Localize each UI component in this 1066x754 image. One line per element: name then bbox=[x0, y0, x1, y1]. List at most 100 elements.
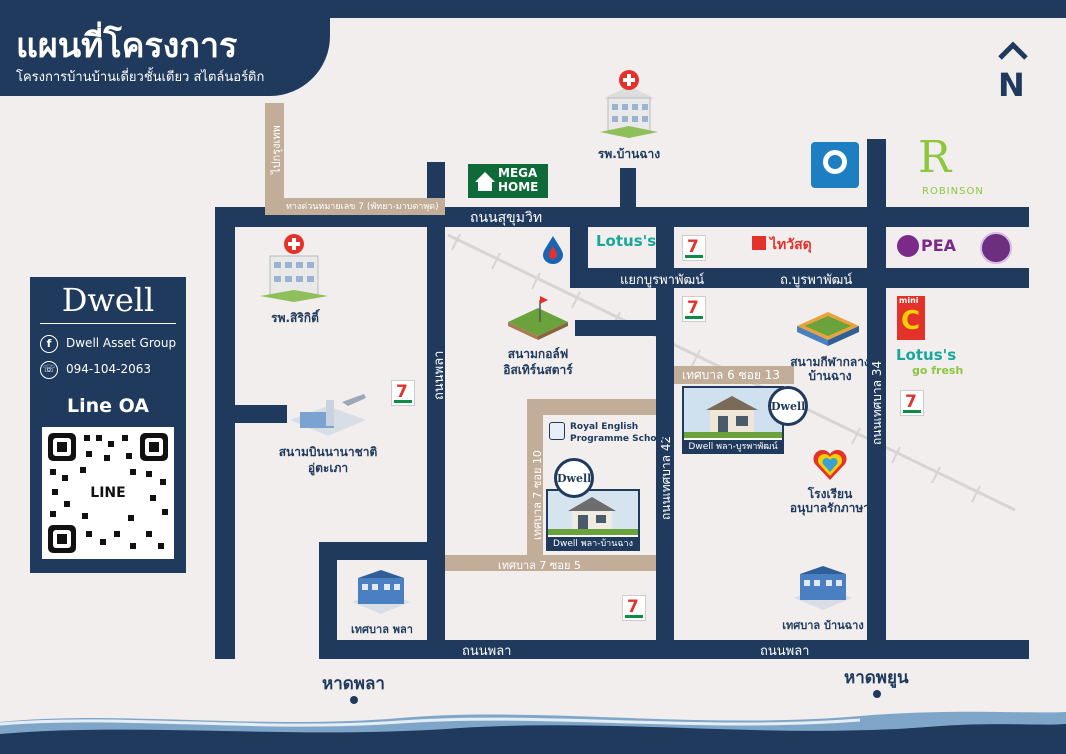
to-bangkok-road bbox=[265, 103, 284, 215]
motorway-road bbox=[265, 198, 445, 215]
junction-label: แยกบูรพาพัฒน์ bbox=[620, 273, 705, 288]
mega-home-logo: MEGA HOME bbox=[468, 164, 548, 198]
facebook-icon: f bbox=[40, 335, 58, 353]
seven-eleven-icon: 7 bbox=[391, 380, 415, 406]
soi-7-10-label: เทศบาล 7 ซอย 10 bbox=[531, 450, 544, 540]
soi-7-10-road-h bbox=[527, 399, 656, 415]
soi-6-13-road bbox=[674, 366, 794, 384]
top-bar bbox=[330, 0, 1066, 18]
lotus-go-fresh-sub: go fresh bbox=[912, 364, 964, 377]
royal-school-label-1: Royal English bbox=[570, 422, 639, 432]
sukhumvit-label: ถนนสุขุมวิท bbox=[470, 210, 543, 226]
robinson-r-logo: R bbox=[918, 132, 952, 183]
soi-42-label: ถนนเทศบาล 42 bbox=[659, 435, 673, 520]
house-render-icon bbox=[548, 491, 638, 535]
golf-label-2: อิสเทิร์นสตาร์ bbox=[503, 363, 573, 377]
seven-eleven-icon: 7 bbox=[682, 296, 706, 322]
brand-logo: Dwell bbox=[61, 281, 155, 319]
mega-home-top: MEGA bbox=[498, 166, 538, 180]
royal-school-label-2: Programme School bbox=[570, 434, 666, 444]
municipal-phla-building-icon bbox=[352, 570, 410, 614]
beach-phla-marker bbox=[350, 696, 358, 704]
mini-big-c-mini: mini bbox=[899, 296, 919, 305]
hospital-siriket-icon bbox=[260, 234, 328, 302]
phla-bottom-road bbox=[319, 640, 1029, 659]
contact-panel: Dwell f Dwell Asset Group ☏ 094-104-2063… bbox=[30, 277, 186, 573]
hospital-banchang-road bbox=[620, 168, 636, 227]
phone-icon: ☏ bbox=[40, 361, 58, 379]
soi-6-13-label: เทศบาล 6 ซอย 13 bbox=[682, 368, 781, 382]
stadium-label-1: สนามกีฬากลาง bbox=[790, 355, 870, 369]
airport-label-2: อู่ตะเภา bbox=[307, 461, 349, 475]
phla-bottom-right-label: ถนนพลา bbox=[760, 644, 810, 659]
municipal-banchang-label: เทศบาล บ้านฉาง bbox=[782, 619, 864, 632]
inner-loop-road-left bbox=[319, 542, 337, 659]
project-banchang-pin[interactable]: Dwell bbox=[554, 458, 594, 498]
stadium-label-2: บ้านฉาง bbox=[808, 369, 852, 383]
kindergarten-label-2: อนุบาลรักภาษา bbox=[789, 501, 871, 515]
seven-eleven-icon: 7 bbox=[622, 595, 646, 621]
left-vertical-road bbox=[215, 207, 235, 659]
line-oa-label: Line OA bbox=[67, 395, 149, 417]
sea-wave bbox=[0, 711, 1066, 754]
lotus-logo: Lotus's bbox=[596, 232, 657, 250]
kindergarten-heart-icon bbox=[813, 449, 847, 480]
soi-42-road bbox=[656, 207, 674, 659]
project-burapha-card[interactable]: Dwell พลา-บูรพาพัฒน์ bbox=[682, 386, 784, 454]
pea-logo: PEA bbox=[897, 235, 967, 259]
thaiwatsadu-text: ไทวัสดุ bbox=[770, 237, 812, 253]
burapha-label: ถ.บูรพาพัฒน์ bbox=[780, 273, 853, 288]
hospital-siriket-label: รพ.สิริกิติ์ bbox=[271, 311, 319, 325]
burapha-road bbox=[570, 268, 1029, 288]
phla-bottom-left-label: ถนนพลา bbox=[462, 644, 512, 659]
burapha-curve-road bbox=[570, 227, 588, 288]
municipal-emblem-icon bbox=[980, 232, 1012, 264]
beach-phayun-label: หาดพยูน bbox=[844, 668, 909, 688]
royal-school-emblem-icon bbox=[549, 422, 565, 440]
brand-divider bbox=[40, 323, 176, 324]
pea-text: PEA bbox=[921, 236, 957, 255]
house-icon bbox=[475, 172, 495, 191]
beach-phayun-marker bbox=[873, 690, 881, 698]
mega-home-bottom: HOME bbox=[498, 180, 539, 194]
left-branch-road bbox=[215, 405, 287, 423]
thaiwatsadu-mark-icon bbox=[752, 236, 766, 250]
robinson-text: ROBINSON bbox=[922, 186, 984, 197]
house-render-icon bbox=[684, 388, 782, 438]
qr-line-label: LINE bbox=[82, 483, 134, 503]
golf-course-icon bbox=[508, 296, 568, 340]
inner-loop-road-top bbox=[319, 542, 445, 560]
soi-7-10-road-v bbox=[527, 399, 543, 569]
lotus-go-fresh-logo: Lotus's bbox=[896, 346, 957, 364]
facebook-link[interactable]: Dwell Asset Group bbox=[66, 336, 177, 350]
beach-phla-label: หาดพลา bbox=[322, 674, 385, 694]
phla-vertical-label: ถนนพลา bbox=[432, 350, 447, 400]
qr-pattern-icon bbox=[48, 433, 168, 553]
golf-branch-road bbox=[575, 320, 660, 336]
line-qr-code[interactable]: LINE bbox=[42, 427, 174, 559]
page-subtitle: โครงการบ้านบ้านเดี่ยวชั้นเดียว สไตล์นอร์… bbox=[16, 70, 265, 85]
mini-big-c-logo: mini C bbox=[897, 296, 925, 340]
north-arrow-icon bbox=[998, 41, 1028, 60]
project-burapha-pin[interactable]: Dwell bbox=[768, 386, 808, 426]
seven-eleven-icon: 7 bbox=[682, 235, 706, 261]
phla-vertical-road bbox=[427, 162, 445, 659]
hospital-banchang-label: รพ.บ้านฉาง bbox=[597, 147, 661, 161]
ptt-gas-station-icon bbox=[543, 236, 563, 264]
mini-big-c-c: C bbox=[901, 306, 921, 336]
airport-icon bbox=[290, 394, 366, 436]
project-banchang-label: Dwell พลา-บ้านฉาง bbox=[548, 537, 638, 551]
project-banchang-card[interactable]: Dwell พลา-บ้านฉาง bbox=[546, 489, 640, 551]
soi-7-5-road bbox=[445, 555, 656, 571]
phone-link[interactable]: 094-104-2063 bbox=[66, 362, 152, 376]
hospital-banchang-icon bbox=[600, 70, 658, 138]
seven-eleven-icon: 7 bbox=[900, 390, 924, 416]
municipal-phla-label: เทศบาล พลา bbox=[351, 623, 413, 636]
title-banner: แผนที่โครงการ โครงการบ้านบ้านเดี่ยวชั้นเ… bbox=[0, 0, 330, 96]
north-label: N bbox=[998, 66, 1025, 104]
soi-7-5-label: เทศบาล 7 ซอย 5 bbox=[498, 559, 581, 572]
to-bangkok-label: ไปกรุงเทพ bbox=[270, 125, 283, 174]
municipal-banchang-building-icon bbox=[794, 566, 852, 610]
pea-emblem-icon bbox=[897, 235, 919, 257]
kindergarten-label-1: โรงเรียน bbox=[807, 487, 853, 501]
